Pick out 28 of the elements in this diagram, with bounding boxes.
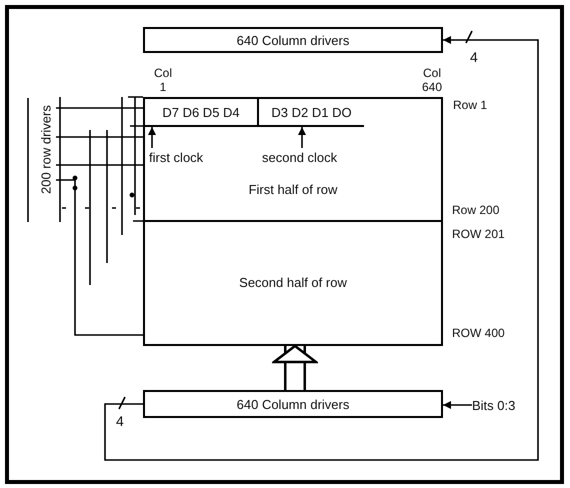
row-label: ROW 400 [452, 326, 505, 340]
clock-label: first clock [149, 148, 229, 166]
bus-width-label: 4 [116, 414, 124, 428]
connector-line [56, 107, 143, 109]
panel-half: Second half of row [143, 220, 443, 346]
arrow [104, 36, 539, 461]
arrow [148, 127, 156, 148]
connector-line [56, 179, 143, 336]
row-driver-label: 200 row drivers [36, 85, 56, 215]
input-label: Bits 0:3 [472, 397, 532, 413]
row-label: ROW 201 [452, 227, 505, 241]
row-label: Row 1 [453, 98, 488, 112]
driver-box: 640 Column drivers [143, 27, 443, 53]
connector-line [56, 136, 143, 138]
column-label: Col 640 [420, 66, 444, 94]
row-label: Row 200 [452, 203, 500, 217]
arrow [298, 127, 306, 148]
hollow-arrow [272, 344, 318, 390]
panel-half [143, 97, 443, 222]
driver-box: 640 Column drivers [143, 390, 443, 418]
column-label: Col 1 [153, 66, 173, 94]
arrow [443, 401, 472, 409]
connector-line [56, 164, 143, 166]
data-bits: D3 D2 D1 DO [259, 99, 364, 127]
half-title: First half of row [248, 182, 338, 197]
data-bits: D7 D6 D5 D4 [145, 99, 259, 127]
edge-label: 4 [470, 50, 478, 64]
clock-label: second clock [262, 148, 352, 166]
